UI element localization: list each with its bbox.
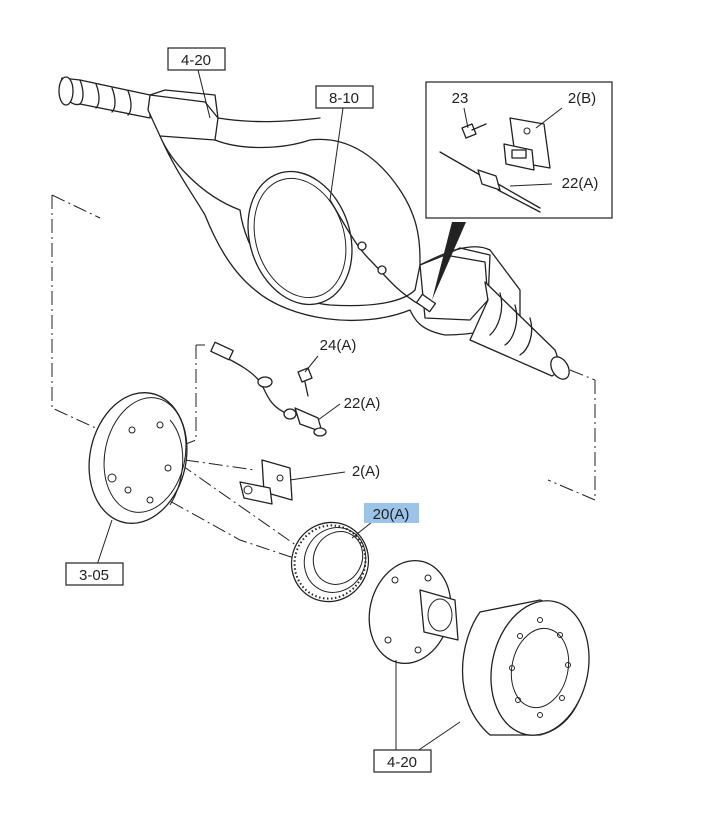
callout-label: 4-20 (387, 754, 417, 771)
selection-highlight (364, 503, 419, 523)
callout-label: 3-05 (79, 567, 109, 584)
callout-4-20-top: 4-20 (167, 47, 226, 71)
inset-detail (425, 81, 613, 300)
callout-label: 4-20 (181, 52, 211, 69)
callout-8-10: 8-10 (315, 85, 374, 109)
backing-plate (88, 392, 188, 524)
sensor-ring (290, 521, 370, 603)
callout-label: 20(A) (373, 506, 410, 523)
callout-2a: 2(A) (352, 463, 380, 480)
callout-3-05: 3-05 (65, 562, 124, 586)
callout-22a: 22(A) (344, 395, 381, 412)
callout-4-20-bottom: 4-20 (373, 749, 432, 773)
callout-22a-inset: 22(A) (562, 175, 599, 192)
callout-label: 8-10 (329, 90, 359, 107)
hub-and-drum (368, 559, 590, 736)
callout-2b: 2(B) (568, 90, 596, 107)
callout-20a-highlighted: 20(A) (364, 503, 419, 523)
callout-23: 23 (452, 90, 469, 107)
callout-24a: 24(A) (320, 337, 357, 354)
abs-sensor-assembly (210, 341, 327, 505)
axle-housing (58, 76, 570, 380)
leader-lines (95, 69, 563, 761)
